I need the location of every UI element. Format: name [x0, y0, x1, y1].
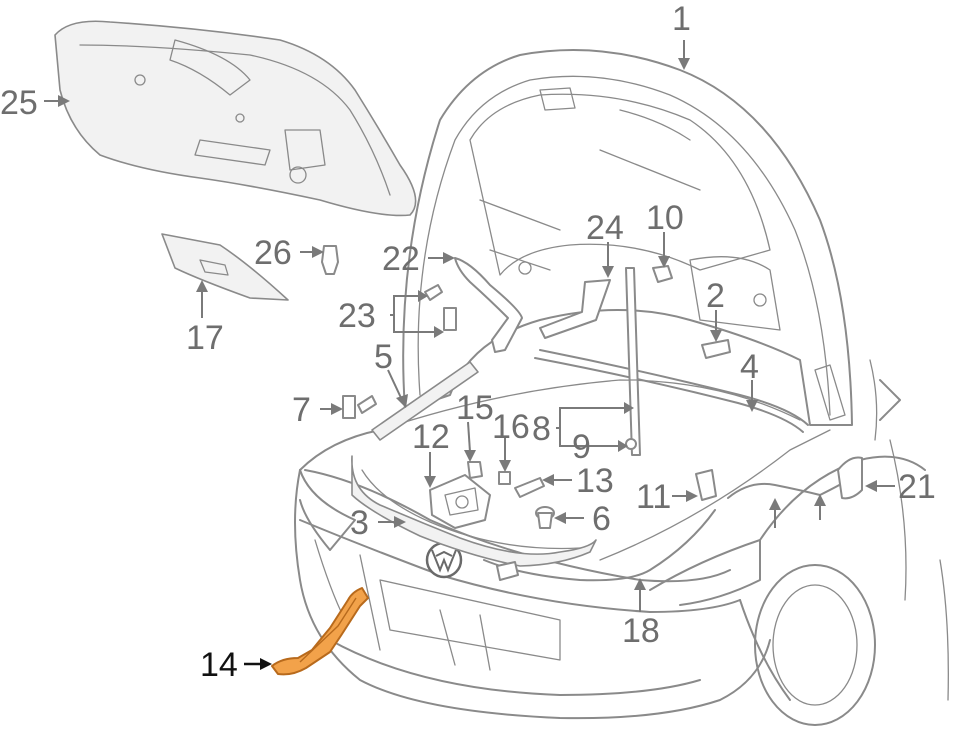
callout-9: 9: [572, 428, 591, 466]
part-22-hood-hinge: [454, 257, 523, 353]
callout-7: 7: [292, 391, 311, 429]
callout-6: 6: [592, 500, 611, 538]
part-21-release-handle: [837, 456, 863, 500]
part-3-lock-carrier-seal: [351, 455, 597, 567]
part-6-buffer: [535, 506, 555, 529]
callout-13: 13: [576, 462, 614, 500]
part-9-ball-stud: [625, 438, 637, 450]
callout-11: 11: [636, 478, 671, 516]
callout-24: 24: [586, 209, 624, 247]
part-10-clip: [652, 265, 673, 283]
part-12-hood-lock: [429, 474, 491, 529]
callout-8: 8: [532, 410, 551, 448]
part-15-switch: [467, 461, 483, 479]
callout-26: 26: [254, 234, 292, 272]
callout-labels: 1 25 26 22 17 23 5 7 24 10 2 4 16 8 9 15…: [0, 0, 936, 684]
callout-23: 23: [338, 297, 376, 335]
part-16-clip: [498, 471, 511, 485]
part-17-insulator-piece: [161, 233, 289, 301]
part-14-hood-prop-rod: [271, 587, 369, 676]
callout-5: 5: [374, 338, 393, 376]
part-25-hood-insulator: [54, 20, 417, 217]
callout-21: 21: [898, 468, 936, 506]
callout-3: 3: [350, 504, 369, 542]
callout-14: 14: [200, 646, 238, 684]
part-5-seal-strip: [371, 361, 479, 441]
part-26-clip: [321, 245, 339, 275]
part-18-release-cable: [483, 479, 849, 582]
callout-15: 15: [456, 389, 494, 427]
part-23-bolts: [424, 284, 457, 331]
callout-18: 18: [622, 612, 660, 650]
callout-2: 2: [706, 277, 725, 315]
callout-17: 17: [186, 319, 224, 357]
callout-10: 10: [646, 199, 684, 237]
callout-1: 1: [672, 0, 691, 38]
callout-12: 12: [412, 418, 450, 456]
callout-25: 25: [0, 84, 38, 122]
part-13-bolt: [514, 477, 545, 498]
part-4-hood-seal: [534, 349, 809, 433]
part-1-hood: [402, 49, 853, 426]
callout-22: 22: [382, 240, 420, 278]
callout-4: 4: [740, 348, 759, 386]
part-2-lamp: [701, 339, 731, 359]
part-11-bracket: [695, 469, 717, 501]
part-7-stop-pin: [342, 395, 377, 419]
part-8-gas-strut: [625, 267, 641, 456]
callout-16: 16: [492, 408, 530, 446]
part-24-deflector: [539, 279, 611, 339]
leader-lines: [44, 40, 895, 670]
